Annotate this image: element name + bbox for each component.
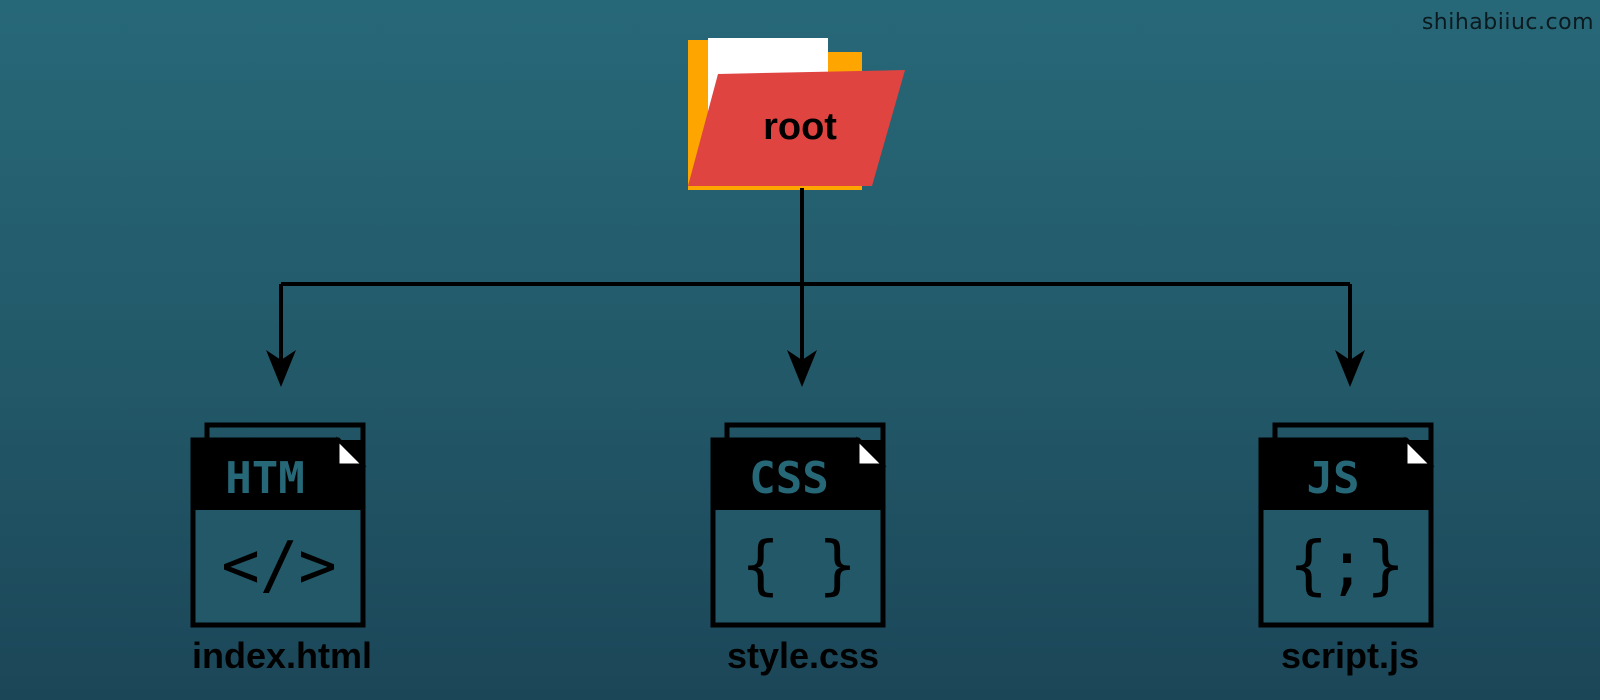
arrowhead-js xyxy=(1335,350,1365,387)
html-file-glyph: </> xyxy=(221,529,337,603)
watermark: shihabiiuc.com xyxy=(1421,10,1594,35)
css-file-icon: CSS { } xyxy=(710,422,887,628)
css-file-glyph: { } xyxy=(741,529,857,603)
root-folder-label: root xyxy=(763,106,837,148)
file-label-css: style.css xyxy=(727,635,879,676)
arrowhead-html xyxy=(266,350,296,387)
arrowhead-css xyxy=(787,350,817,387)
js-file-glyph: {;} xyxy=(1289,529,1405,603)
file-label-html: index.html xyxy=(192,635,372,676)
file-label-js: script.js xyxy=(1281,635,1419,676)
folder-open-icon: root xyxy=(688,38,905,190)
connectors xyxy=(279,188,1352,362)
html-file-icon: HTM </> xyxy=(190,422,367,628)
arrowheads xyxy=(266,350,1365,387)
js-file-icon: JS {;} xyxy=(1258,422,1435,628)
js-file-tag: JS xyxy=(1307,453,1360,504)
html-file-tag: HTM xyxy=(225,453,304,504)
folder-front xyxy=(688,70,905,186)
css-file-tag: CSS xyxy=(749,453,828,504)
